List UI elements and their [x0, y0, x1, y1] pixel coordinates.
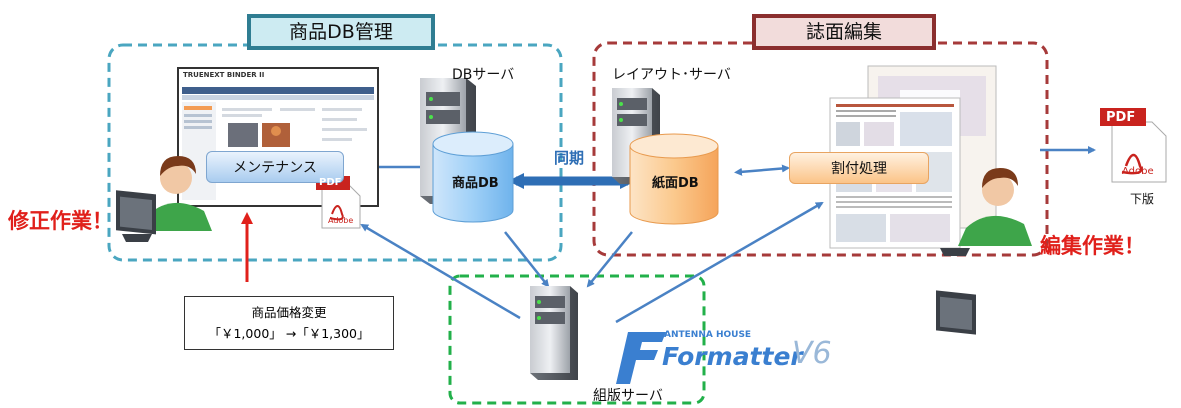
fix-work-label: 修正作業！ [8, 209, 113, 233]
pdf-badge-right: PDF [1106, 110, 1136, 125]
operator-left-icon [116, 156, 212, 242]
page-db-label: 紙面DB [652, 176, 699, 191]
formatter-logo-mark [616, 332, 666, 384]
formatter-brand-version: V6 [792, 336, 832, 371]
maintenance-label: メンテナンス [233, 160, 317, 176]
page-assign-process: 割付処理 [789, 152, 929, 184]
pdf-badge-left: PDF [319, 177, 342, 188]
sync-label: 同期 [554, 149, 585, 167]
pdf-icon-left [316, 176, 361, 229]
arrow-typeset-to-pdf [360, 223, 521, 320]
layout-server-label: レイアウト･サーバ [612, 67, 731, 83]
price-change-box: 商品価格変更 「￥1,000」 →「￥1,300」 [184, 296, 394, 350]
typeset-server-label: 組版サーバ [593, 388, 663, 404]
price-change-title: 商品価格変更 [251, 305, 327, 320]
db-server-label: DBサーバ [452, 67, 515, 83]
page-assign-label: 割付処理 [831, 161, 887, 177]
arrow-typeset-to-layout [615, 201, 824, 324]
arrow-db-to-typeset [504, 231, 550, 288]
arrow-pagedb-assign [734, 164, 790, 176]
product-db-cylinder [432, 131, 514, 223]
arrow-pagedb-to-typeset [586, 231, 633, 288]
magazine-pages-image [829, 65, 997, 249]
typeset-server-icon [530, 286, 578, 380]
screen-logo: TRUENEXT BINDER II [183, 71, 265, 79]
product-db-title: 商品DB管理 [289, 20, 393, 43]
page-edit-title: 誌面編集 [805, 20, 882, 43]
formatter-brand-small: ANTENNA HOUSE [664, 330, 752, 340]
formatter-brand-name: Formatter [662, 342, 803, 371]
operator-right-icon [936, 168, 1032, 335]
typesetting-section-border [448, 274, 706, 405]
pdf-icon-right [1100, 108, 1167, 183]
maintenance-process: メンテナンス [206, 151, 344, 183]
price-change-detail: 「￥1,000」 →「￥1,300」 [208, 325, 370, 341]
product-db-title-tab: 商品DB管理 [247, 14, 435, 50]
release-label: 下版 [1130, 192, 1155, 206]
edit-work-label: 編集作業！ [1040, 234, 1145, 258]
adobe-label-right: Adobe [1122, 166, 1154, 177]
page-db-cylinder [629, 133, 719, 225]
product-db-label: 商品DB [452, 176, 499, 191]
page-edit-title-tab: 誌面編集 [752, 14, 936, 50]
adobe-label-left: Adobe [328, 216, 354, 225]
